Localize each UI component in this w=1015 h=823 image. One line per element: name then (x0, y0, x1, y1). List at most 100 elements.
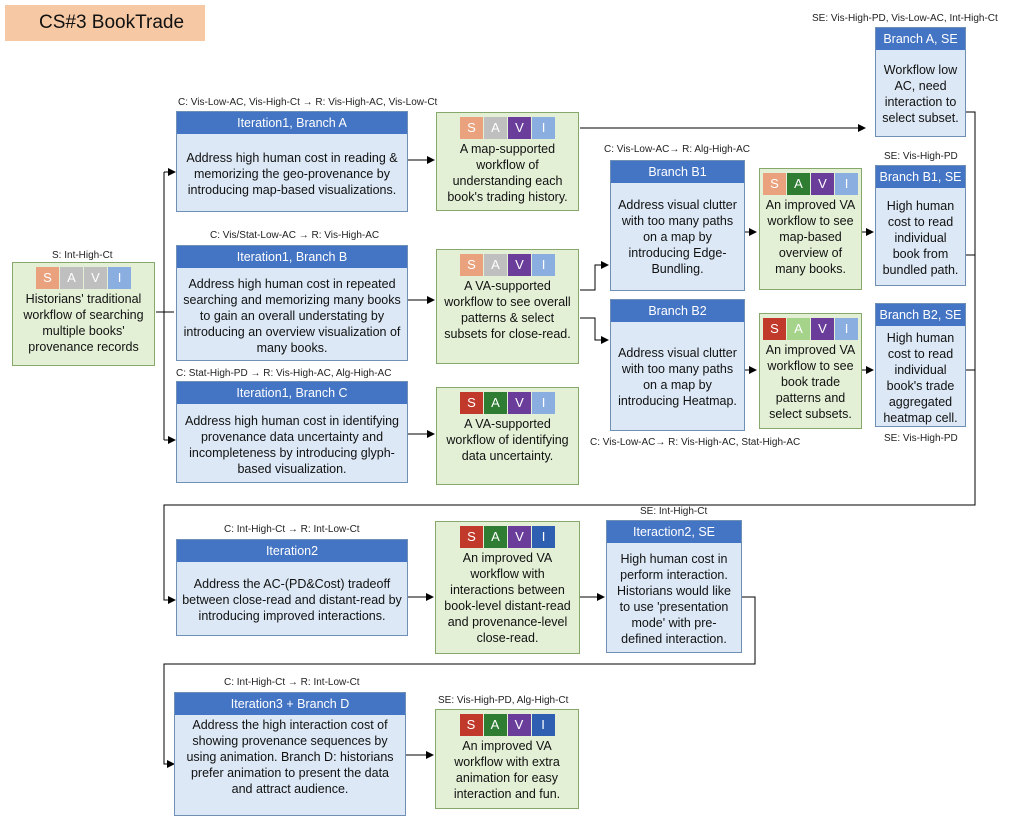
se-a-caption: SE: Vis-High-PD, Vis-Low-AC, Int-High-Ct (812, 13, 998, 24)
b1-workflow-box: S A V I An improved VA workflow to see m… (759, 168, 862, 290)
se2-header: Iteraction2, SE (607, 521, 741, 543)
savi-a: A (787, 318, 810, 340)
se2-box: Iteraction2, SE High human cost in perfo… (606, 520, 742, 653)
iter1c-header: Iteration1, Branch C (177, 382, 407, 404)
savi-a: A (483, 714, 507, 736)
se-b2-header: Branch B2, SE (876, 304, 965, 326)
se-a-header: Branch A, SE (876, 28, 965, 50)
se2-caption: SE: Int-High-Ct (640, 506, 708, 517)
savi-a: A (484, 392, 507, 414)
iter3-box: Iteration3 + Branch D Address the high i… (174, 692, 406, 816)
se-a-box: Branch A, SE Workflow low AC, need inter… (875, 27, 966, 137)
iter1c-box: Iteration1, Branch C Address high human … (176, 381, 408, 483)
savi-v: V (508, 526, 531, 548)
savi-v: V (508, 392, 531, 414)
iter1b-text: Address high human cost in repeated sear… (183, 276, 401, 355)
iter2-workflow-box: S A V I An improved VA workflow with int… (435, 521, 580, 654)
savi-s: S (36, 267, 59, 289)
iter1c-workflow: A VA-supported workflow of identifying d… (446, 417, 569, 463)
savi-a: A (484, 526, 507, 548)
savi-badge: S A V I (436, 526, 579, 548)
savi-a: A (484, 254, 507, 276)
savi-s: S (763, 318, 786, 340)
b2-caption: C: Vis-Low-AC→ R: Vis-High-AC, Stat-High… (590, 437, 801, 448)
savi-a: A (787, 173, 810, 195)
se-b2-text: High human cost to read individual book'… (883, 330, 958, 425)
savi-i: I (532, 526, 555, 548)
iter3-text: Address the high interaction cost of sho… (186, 718, 394, 796)
arrow-se2-to-iter3 (163, 596, 756, 768)
start-caption: S: Int-High-Ct (52, 250, 113, 261)
se-b2-box: Branch B2, SE High human cost to read in… (875, 303, 966, 427)
savi-a: A (60, 267, 83, 289)
iter1b-workflow: A VA-supported workflow to see overall p… (444, 279, 571, 341)
iter1a-header: Iteration1, Branch A (177, 112, 407, 134)
arrow-1b-b2 (580, 317, 609, 344)
iter3-workflow-box: S A V I An improved VA workflow with ext… (435, 709, 579, 809)
b2-header: Branch B2 (611, 300, 744, 322)
se-b2-caption: SE: Vis-High-PD (884, 433, 958, 444)
savi-i: I (532, 117, 555, 139)
iter1c-workflow-box: S A V I A VA-supported workflow of ident… (436, 387, 579, 485)
b1-caption: C: Vis-Low-AC→ R: Alg-High-AC (604, 144, 750, 155)
b1-box: Branch B1 Address visual clutter with to… (610, 160, 745, 291)
case-study-title: CS#3 BookTrade (5, 5, 205, 41)
b1-header: Branch B1 (611, 161, 744, 183)
savi-v: V (84, 267, 107, 289)
savi-badge: S A V I (13, 267, 154, 289)
savi-s: S (460, 526, 483, 548)
se-a-text: Workflow low AC, need interaction to sel… (882, 63, 959, 125)
savi-v: V (811, 173, 834, 195)
iter1b-workflow-box: S A V I A VA-supported workflow to see o… (436, 249, 579, 364)
savi-i: I (532, 392, 555, 414)
savi-i: I (835, 173, 858, 195)
savi-badge: S A V I (436, 714, 578, 736)
iter2-text: Address the AC-(PD&Cost) tradeoff betwee… (182, 577, 402, 623)
iter3-header: Iteration3 + Branch D (175, 693, 405, 715)
savi-i: I (835, 318, 858, 340)
iter3-workflow: An improved VA workflow with extra anima… (453, 739, 561, 801)
b2-workflow: An improved VA workflow to see book trad… (765, 343, 856, 421)
savi-v: V (508, 254, 531, 276)
start-text: Historians' traditional workflow of sear… (23, 292, 144, 354)
savi-i: I (108, 267, 131, 289)
iter1b-caption: C: Vis/Stat-Low-AC → R: Vis-High-AC (210, 230, 380, 241)
se-b1-header: Branch B1, SE (876, 166, 965, 188)
b1-workflow: An improved VA workflow to see map-based… (765, 198, 856, 276)
savi-s: S (460, 392, 483, 414)
start-workflow-box: S A V I Historians' traditional workflow… (12, 262, 155, 366)
savi-a: A (484, 117, 507, 139)
se-b1-box: Branch B1, SE High human cost to read in… (875, 165, 966, 286)
savi-i: I (532, 254, 555, 276)
savi-s: S (763, 173, 786, 195)
iter1a-text: Address high human cost in reading & mem… (186, 151, 398, 197)
se2-text: High human cost in perform interaction. … (617, 552, 731, 646)
savi-i: I (531, 714, 555, 736)
savi-badge: S A V I (437, 254, 578, 276)
savi-s: S (459, 714, 483, 736)
se-b1-caption: SE: Vis-High-PD (884, 151, 958, 162)
iter1c-caption: C: Stat-High-PD → R: Vis-High-AC, Alg-Hi… (176, 368, 392, 379)
savi-v: V (811, 318, 834, 340)
savi-badge: S A V I (760, 318, 861, 340)
savi-badge: S A V I (437, 117, 578, 139)
b2-workflow-box: S A V I An improved VA workflow to see b… (759, 313, 862, 429)
iter2-box: Iteration2 Address the AC-(PD&Cost) trad… (176, 539, 408, 636)
iter3-caption: C: Int-High-Ct → R: Int-Low-Ct (224, 677, 360, 688)
savi-badge: S A V I (437, 392, 578, 414)
iter1c-text: Address high human cost in identifying p… (184, 413, 399, 476)
iter1b-header: Iteration1, Branch B (177, 246, 407, 268)
iter2-workflow: An improved VA workflow with interaction… (444, 551, 571, 645)
b1-text: Address visual clutter with too many pat… (618, 198, 737, 276)
iter1b-box: Iteration1, Branch B Address high human … (176, 245, 408, 361)
b2-box: Branch B2 Address visual clutter with to… (610, 299, 745, 431)
savi-s: S (460, 117, 483, 139)
iter1a-workflow-box: S A V I A map-supported workflow of unde… (436, 112, 579, 211)
arrow-se-to-iter2 (163, 111, 976, 604)
se-b1-text: High human cost to read individual book … (882, 199, 959, 277)
savi-badge: S A V I (760, 173, 861, 195)
iter1a-box: Iteration1, Branch A Address high human … (176, 111, 408, 212)
iter2-header: Iteration2 (177, 540, 407, 562)
b2-text: Address visual clutter with too many pat… (618, 346, 737, 408)
savi-v: V (508, 117, 531, 139)
